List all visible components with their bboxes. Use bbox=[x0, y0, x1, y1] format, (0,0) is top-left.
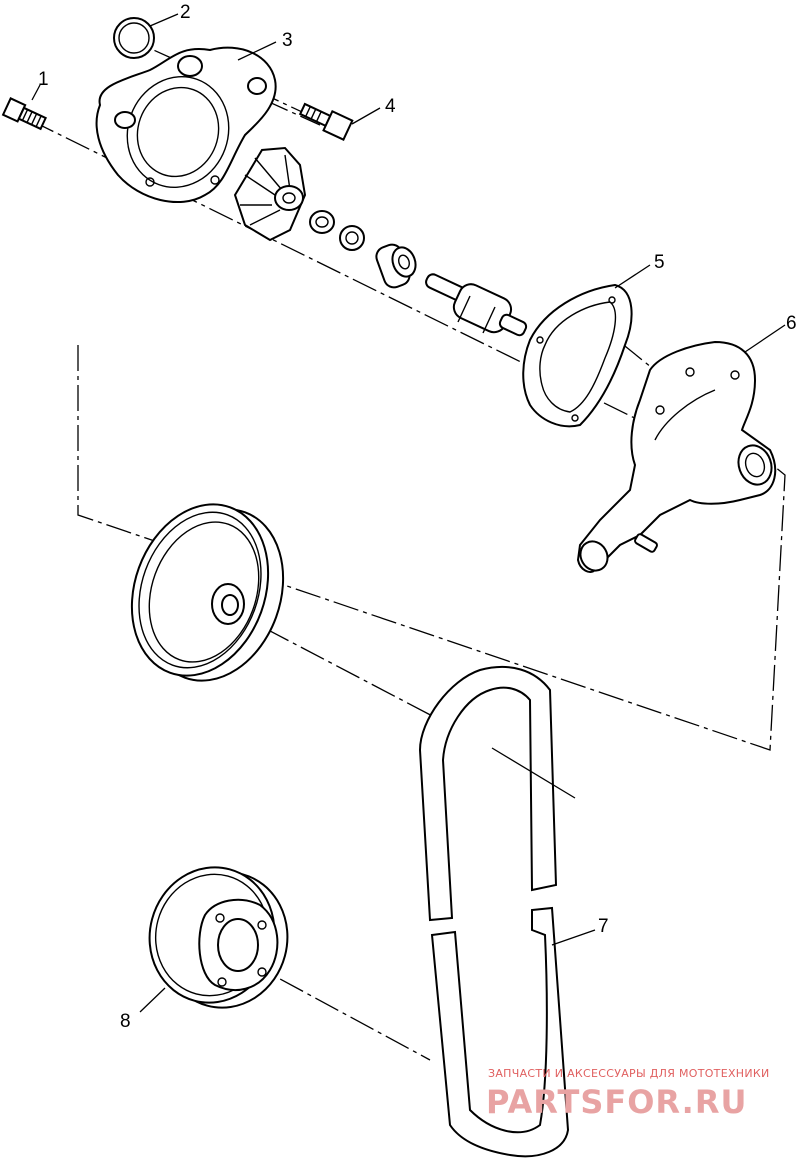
callout-5: 5 bbox=[654, 252, 665, 273]
callout-7: 7 bbox=[598, 916, 609, 937]
bolt-part-4 bbox=[298, 102, 354, 141]
leader-lines bbox=[31, 13, 786, 1013]
watermark-tagline: ЗАПЧАСТИ И АКСЕССУАРЫ ДЛЯ МОТОТЕХНИКИ bbox=[488, 1067, 770, 1080]
callout-1: 1 bbox=[38, 69, 49, 90]
pump-cover-part bbox=[95, 46, 277, 203]
pump-pulley bbox=[130, 503, 285, 682]
bolt-part-1 bbox=[1, 97, 47, 131]
bearing bbox=[375, 243, 417, 289]
o-ring-part bbox=[113, 17, 155, 59]
pump-shaft bbox=[425, 273, 528, 337]
callout-3: 3 bbox=[282, 30, 293, 51]
seal-ring-medium bbox=[339, 225, 365, 251]
drive-pulley-part bbox=[148, 866, 289, 1009]
callout-6: 6 bbox=[786, 313, 797, 334]
callout-4: 4 bbox=[385, 96, 396, 117]
impeller-part bbox=[233, 146, 307, 242]
gasket-part bbox=[522, 283, 633, 428]
watermark-logo: PARTSFOR.RU bbox=[486, 1083, 747, 1121]
callout-8: 8 bbox=[120, 1011, 131, 1032]
callout-2: 2 bbox=[180, 2, 191, 23]
callout-labels: 1 2 3 4 5 6 7 8 bbox=[38, 2, 797, 1032]
drive-belt-part bbox=[418, 666, 576, 1158]
pump-housing-part bbox=[576, 340, 777, 573]
watermark: ЗАПЧАСТИ И АКСЕССУАРЫ ДЛЯ МОТОТЕХНИКИ PA… bbox=[486, 1067, 770, 1121]
seal-ring-small bbox=[309, 210, 335, 234]
